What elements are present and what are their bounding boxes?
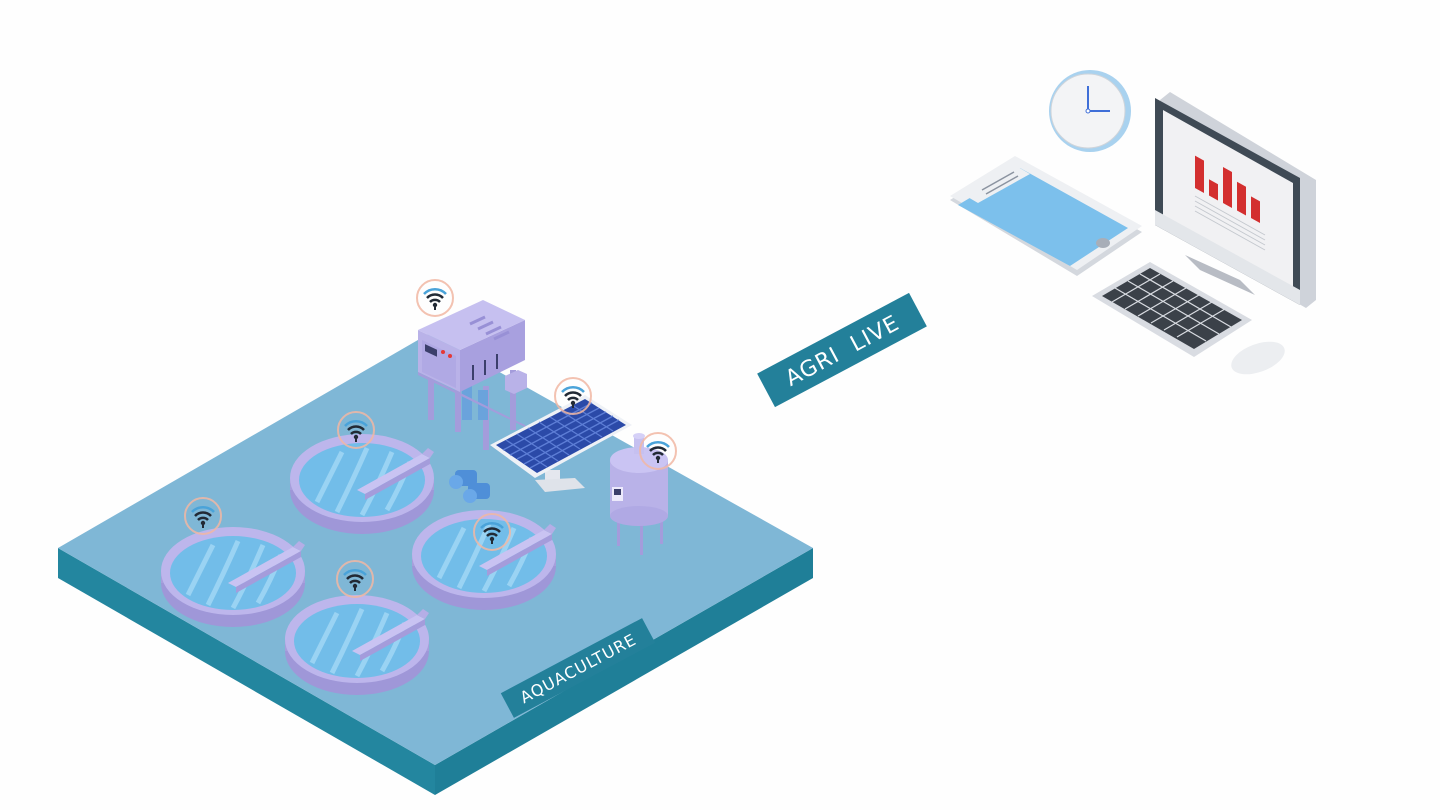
chart-bar xyxy=(1223,167,1232,208)
keyboard xyxy=(1092,262,1252,357)
chart-bar xyxy=(1237,181,1246,216)
agri-live-banner: AGRI LIVE xyxy=(757,292,927,408)
water-pumps xyxy=(449,470,490,503)
fish-tank xyxy=(285,595,429,695)
monitor-bar-chart xyxy=(1195,155,1260,223)
fish-tank xyxy=(161,527,305,627)
clock-icon xyxy=(1049,70,1131,152)
wifi-sensor-icon xyxy=(415,278,455,318)
tablet xyxy=(950,156,1142,276)
platform-right-side xyxy=(435,548,813,795)
mouse xyxy=(1231,341,1285,375)
chart-bar xyxy=(1195,155,1204,193)
fish-tank xyxy=(290,434,434,534)
platform-left-side xyxy=(58,548,435,795)
storage-tank xyxy=(610,433,668,555)
chart-bar xyxy=(1251,196,1260,223)
filter-unit xyxy=(418,300,527,450)
solar-panel xyxy=(490,395,632,492)
chart-bar xyxy=(1209,179,1218,201)
desktop-monitor xyxy=(1155,92,1316,308)
